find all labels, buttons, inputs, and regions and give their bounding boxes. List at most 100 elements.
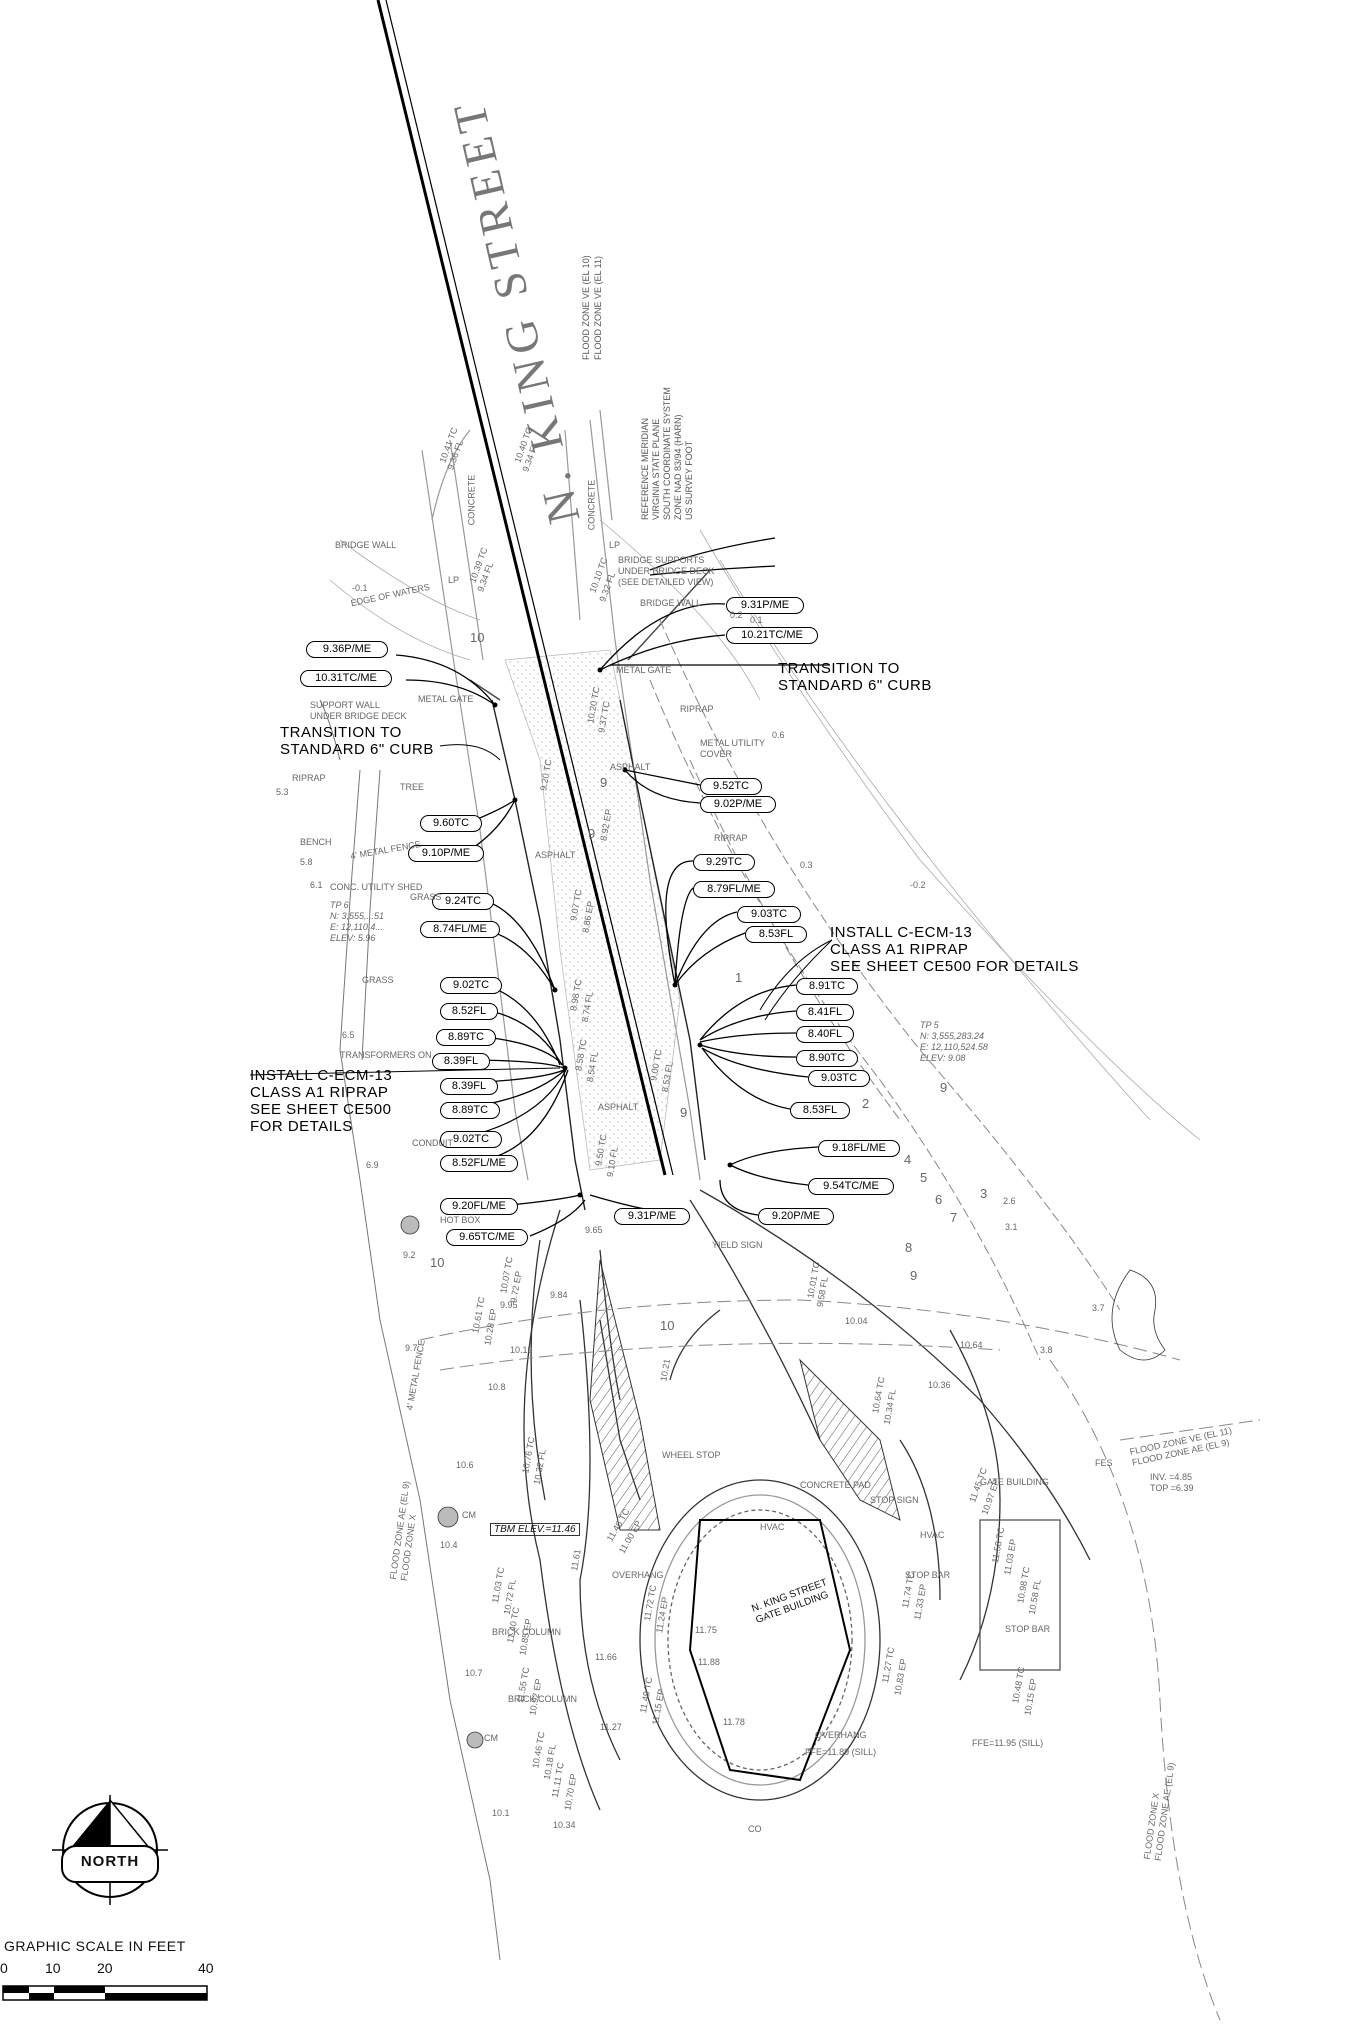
elev-label: 8.79FL/ME xyxy=(693,881,775,898)
elev-label: 8.89TC xyxy=(440,1102,500,1119)
contour-label: 2 xyxy=(862,1096,870,1111)
wheel-stop-label: WHEEL STOP xyxy=(662,1450,721,1460)
elev-label: 9.65TC/ME xyxy=(446,1229,528,1246)
elev-label: 8.52FL xyxy=(440,1003,498,1020)
grass-label: GRASS xyxy=(362,975,394,985)
tbm-label: TBM ELEV.=11.46 xyxy=(490,1523,580,1536)
spot-elev: 10.34 xyxy=(553,1820,576,1830)
riprap-note-left: INSTALL C-ECM-13 CLASS A1 RIPRAP SEE SHE… xyxy=(250,1067,393,1135)
cm-label: CM xyxy=(484,1733,498,1743)
spot-elev: 10.04 xyxy=(845,1316,868,1326)
spot-elev: 11.66 xyxy=(595,1652,617,1662)
spot-elev: 10.19 xyxy=(510,1345,533,1355)
transition-note-right: TRANSITION TO STANDARD 6" CURB xyxy=(778,660,932,694)
scale-tick: 10 xyxy=(45,1960,61,1976)
trees xyxy=(400,1215,1166,1749)
north-label: NORTH xyxy=(80,1853,140,1870)
spot-elev: -0.1 xyxy=(352,583,368,593)
scale-title: GRAPHIC SCALE IN FEET xyxy=(4,1938,186,1954)
concrete-label: CONCRETE xyxy=(466,474,477,526)
scale-tick: 20 xyxy=(97,1960,113,1976)
elev-label: 9.52TC xyxy=(700,778,762,795)
spot-elev: 5.3 xyxy=(276,787,289,797)
metal-gate-left: METAL GATE xyxy=(418,694,474,704)
elev-label: 9.60TC xyxy=(420,815,482,832)
spot-elev: 6.5 xyxy=(342,1030,355,1040)
conc-utility-shed-label: CONC. UTILITY SHED xyxy=(330,882,423,892)
contour-label: 7 xyxy=(950,1210,958,1225)
elev-label: 9.03TC xyxy=(737,906,801,923)
stop-bar-label: STOP BAR xyxy=(1005,1624,1051,1634)
contour-label: 10 xyxy=(660,1318,675,1333)
elev-label: 9.29TC xyxy=(693,854,755,871)
elev-label: 9.36P/ME xyxy=(306,641,388,658)
elev-label: 8.53FL xyxy=(745,926,807,943)
spot-elev: 11.78 xyxy=(723,1717,745,1727)
contour-label: 9 xyxy=(940,1080,948,1095)
contour-label: 1 xyxy=(735,970,743,985)
transformers-label: TRANSFORMERS ON xyxy=(340,1050,432,1060)
concrete-label: CONCRETE xyxy=(586,479,597,531)
scale-tick: 0 xyxy=(0,1960,8,1976)
concrete-pad-label: CONCRETE PAD xyxy=(800,1480,871,1490)
spot-elev: 9.7 xyxy=(405,1343,418,1353)
contour-label: 8 xyxy=(905,1240,913,1255)
hvac-label: HVAC xyxy=(920,1530,945,1540)
elev-label: 9.20FL/ME xyxy=(440,1198,518,1215)
bench-label: BENCH xyxy=(300,837,332,847)
elev-label: 9.02P/ME xyxy=(700,796,776,813)
spot-elev: -0.2 xyxy=(910,880,926,890)
elev-label: 8.90TC xyxy=(796,1050,858,1067)
tree-label: TREE xyxy=(400,782,425,792)
flood-zone-lines xyxy=(419,1299,1261,2021)
spot-elev: 6.1 xyxy=(310,880,323,890)
hot-box-label: HOT BOX xyxy=(440,1215,481,1225)
spot-elev: 11.88 xyxy=(698,1657,720,1667)
north-arrow xyxy=(52,1795,168,1905)
asphalt-label: ASPHALT xyxy=(610,762,651,772)
elev-label: 9.02TC xyxy=(440,977,502,994)
fes-label: FES xyxy=(1095,1458,1113,1468)
elev-label: 8.52FL/ME xyxy=(440,1155,518,1172)
spot-elev: 9.84 xyxy=(550,1290,568,1300)
spot-elev: 0.1 xyxy=(750,615,763,625)
elev-label: 8.89TC xyxy=(436,1029,496,1046)
hvac-label: HVAC xyxy=(760,1522,785,1532)
riprap-right-label-2: RIPRAP xyxy=(714,833,748,843)
conduit-label: CONDUIT xyxy=(412,1138,453,1148)
spot-elev: 5.8 xyxy=(300,857,313,867)
graphic-scale-bar xyxy=(2,1985,208,2001)
spot-elev: 10.36 xyxy=(928,1380,951,1390)
spot-elev: 3.7 xyxy=(1092,1303,1105,1313)
gate-building-area xyxy=(639,1479,1061,1801)
spot-elev: 10.4 xyxy=(440,1540,458,1550)
yield-sign-label: YIELD SIGN xyxy=(712,1240,763,1250)
elev-label: 9.02TC xyxy=(440,1131,502,1148)
road-edges xyxy=(421,409,701,1181)
brick-column-label: BRICK COLUMN xyxy=(492,1627,562,1637)
gate-building-label: GATE BUILDING xyxy=(980,1477,1049,1487)
contour-label: 5 xyxy=(920,1170,928,1185)
asphalt-label: ASPHALT xyxy=(535,850,576,860)
bridge-wall-right: BRIDGE WALL xyxy=(640,598,702,608)
spot-elev: 0.6 xyxy=(772,730,785,740)
elev-label: 9.20P/ME xyxy=(758,1208,834,1225)
metal-gate-right: METAL GATE xyxy=(616,665,672,675)
overhang-label: OVERHANG xyxy=(815,1730,867,1740)
stop-sign-label: STOP SIGN xyxy=(870,1495,919,1505)
elev-label: 9.31P/ME xyxy=(726,597,804,614)
elev-label: 8.53FL xyxy=(790,1102,850,1119)
elev-label: 8.41FL xyxy=(796,1004,854,1021)
spot-elev: 3.8 xyxy=(1040,1345,1053,1355)
flood-zone-top-label: FLOOD ZONE VE (EL 10)FLOOD ZONE VE (EL 1… xyxy=(581,255,603,360)
ffe-label: FFE=11.89 (SILL) xyxy=(805,1747,877,1757)
elev-label: 9.24TC xyxy=(432,893,494,910)
spot-elev: 0.2 xyxy=(730,610,743,620)
elev-label: 10.21TC/ME xyxy=(726,627,818,644)
